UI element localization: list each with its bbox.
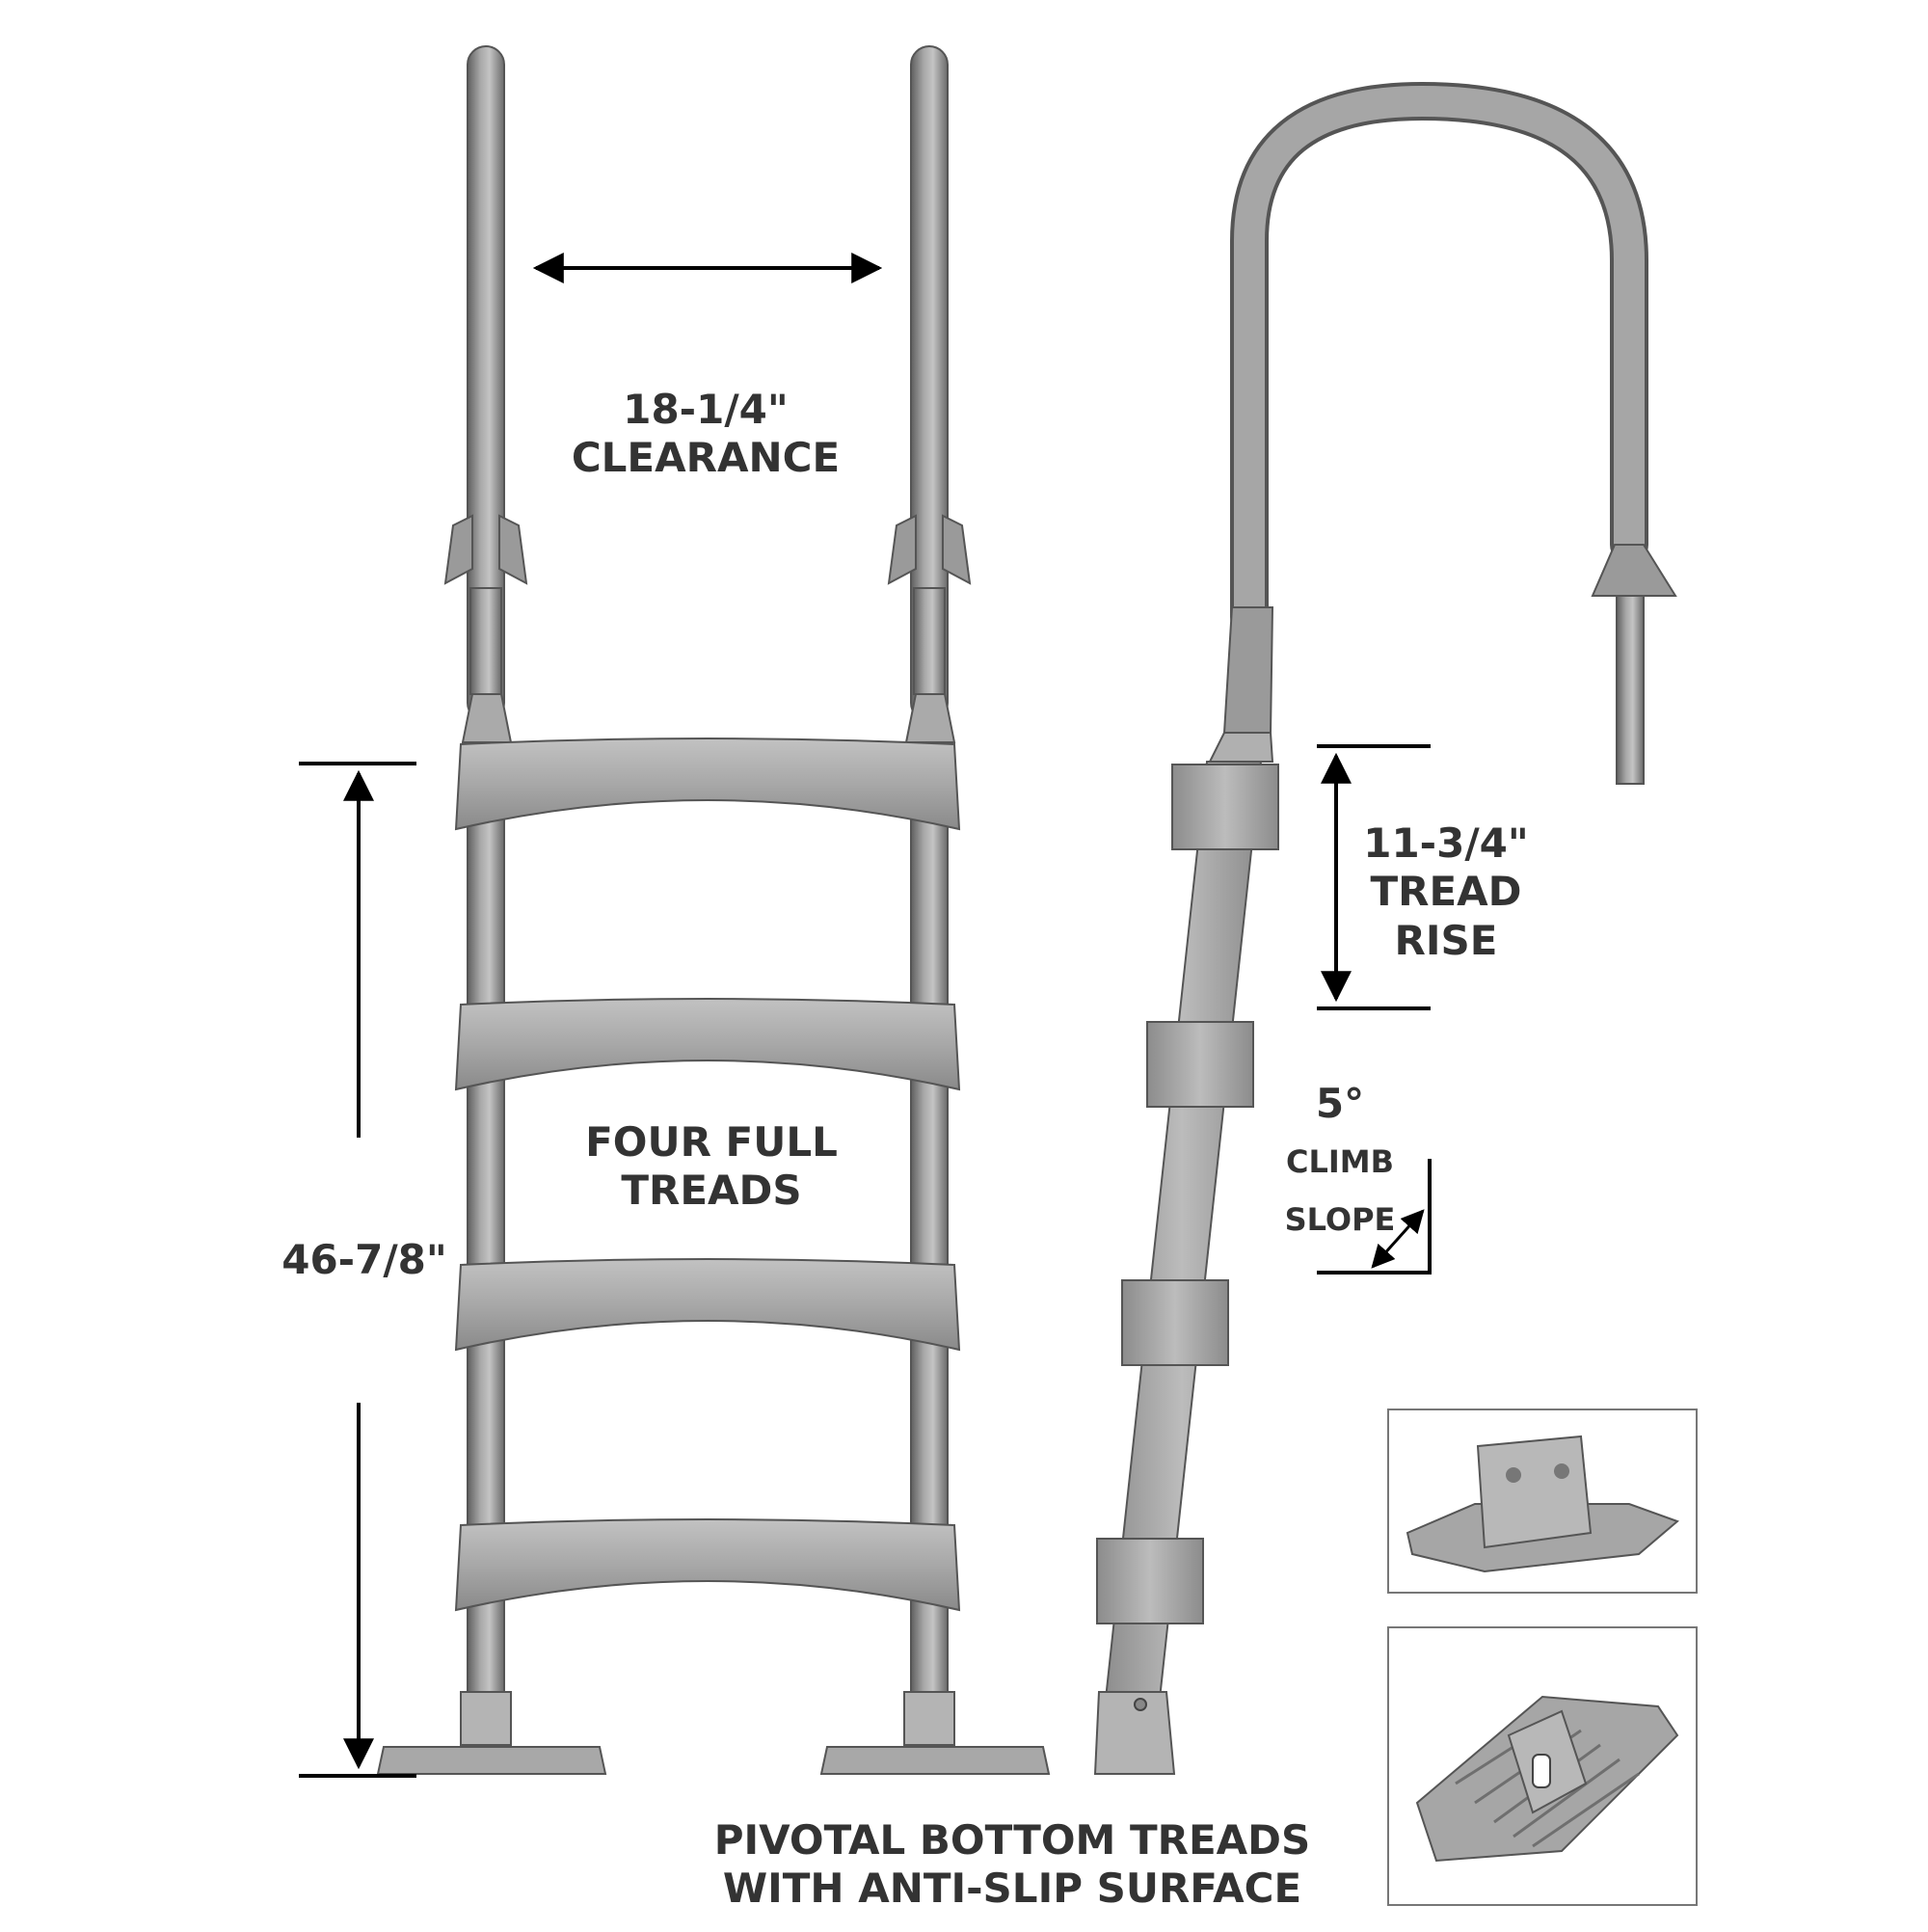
tread-2 [454, 998, 961, 1091]
side-right-flange [1591, 544, 1677, 785]
rise-value: 11-3/4" [1363, 819, 1529, 867]
left-foot [376, 1691, 607, 1775]
clearance-value: 18-1/4" [623, 386, 789, 433]
tread-1 [454, 738, 961, 831]
slope-line3: SLOPE [1284, 1201, 1396, 1238]
side-tread-3 [1121, 1279, 1229, 1366]
side-tread-1 [1171, 764, 1279, 850]
tread-3 [454, 1258, 961, 1352]
tread-4 [454, 1518, 961, 1612]
height-value: 46-7/8" [281, 1236, 447, 1283]
side-handrail [1230, 81, 1648, 636]
rise-dimension [1317, 744, 1431, 1010]
side-tread-2 [1146, 1021, 1254, 1108]
rise-line2: TREAD [1370, 868, 1522, 916]
treads-line2: TREADS [621, 1167, 802, 1215]
bottom-line1: PIVOTAL BOTTOM TREADS [713, 1816, 1311, 1864]
slope-value: 5° [1315, 1080, 1365, 1127]
side-ladder [1093, 81, 1677, 1775]
side-tread-4 [1096, 1538, 1204, 1624]
clearance-label: 18-1/4" CLEARANCE [561, 386, 850, 483]
treads-line1: FOUR FULL [585, 1118, 838, 1166]
rise-line3: RISE [1394, 916, 1498, 964]
left-flange [443, 514, 528, 695]
right-flange [887, 514, 972, 695]
height-dimension [299, 762, 416, 1778]
height-label: 46-7/8" [268, 1236, 461, 1284]
bottom-line2: WITH ANTI-SLIP SURFACE [722, 1865, 1302, 1913]
slope-line2: CLIMB [1285, 1143, 1394, 1180]
right-foot [819, 1691, 1051, 1775]
detail-inset-bottom [1387, 1626, 1698, 1906]
rise-label: 11-3/4" TREAD RISE [1350, 819, 1542, 965]
bottom-treads-label: PIVOTAL BOTTOM TREADS WITH ANTI-SLIP SUR… [713, 1816, 1311, 1914]
detail-inset-top [1387, 1409, 1698, 1594]
treads-label: FOUR FULL TREADS [576, 1118, 846, 1216]
front-ladder [376, 45, 1051, 1775]
side-foot [1093, 1691, 1176, 1775]
clearance-text: CLEARANCE [571, 434, 841, 482]
slope-indicator [1317, 1159, 1432, 1275]
